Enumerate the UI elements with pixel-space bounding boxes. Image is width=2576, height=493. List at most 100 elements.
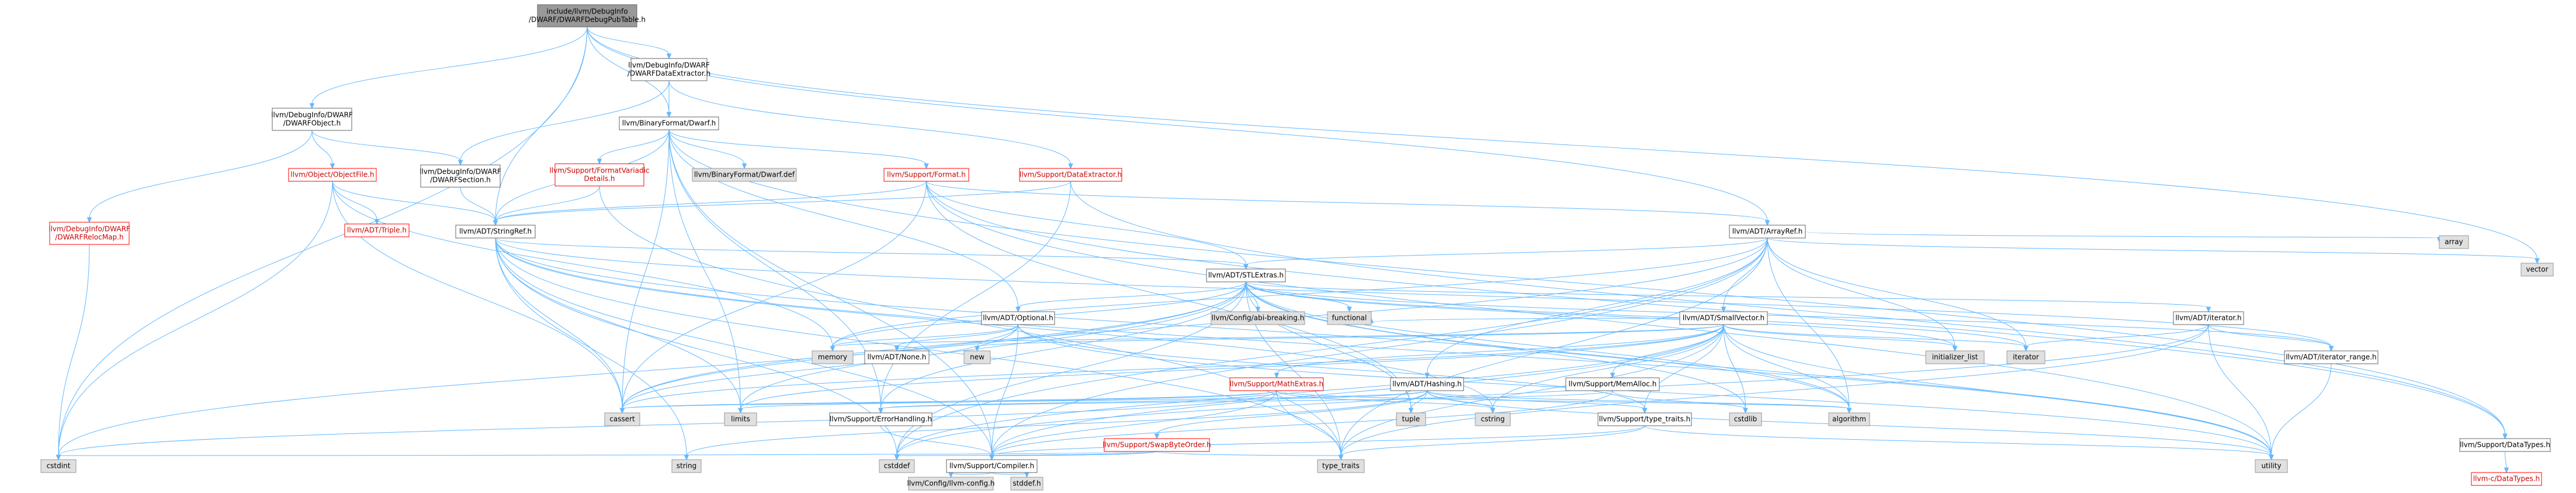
edge-mathextras-to-algorithm (1276, 390, 1852, 414)
edge-mathextras-to-cassert (619, 390, 1277, 414)
node-label: llvm/Support/FormatVariadic (549, 167, 649, 175)
arrow-head (619, 408, 625, 414)
node-compiler[interactable]: llvm/Support/Compiler.h (946, 459, 1038, 473)
arrow-head (878, 408, 883, 414)
node-iterator: iterator (2006, 350, 2045, 364)
node-label: string (677, 462, 696, 470)
edge-format-to-arrayref (926, 181, 1770, 226)
node-label: vector (2526, 266, 2548, 274)
node-dwarfobject[interactable]: llvm/DebugInfo/DWARF/DWARFObject.h (271, 108, 353, 131)
node-stlextras[interactable]: llvm/ADT/STLExtras.h (1206, 268, 1286, 282)
node-dataextractor_dwarf[interactable]: llvm/DebugInfo/DWARF/DWARFDataExtractor.… (627, 58, 710, 81)
arrow-head (2504, 467, 2509, 474)
arrow-head (894, 454, 900, 461)
node-box (619, 116, 719, 130)
node-box (1010, 477, 1043, 491)
node-support_dataextractor[interactable]: llvm/Support/DataExtractor.h (1019, 168, 1122, 182)
node-typetraits_h[interactable]: llvm/Support/type_traits.h (1597, 412, 1692, 426)
node-cstdint: cstdint (40, 459, 77, 473)
node-mathextras[interactable]: llvm/Support/MathExtras.h (1229, 377, 1324, 391)
node-relocmap[interactable]: llvm/DebugInfo/DWARF/DWARFRelocMap.h (48, 222, 130, 245)
arrow-head (457, 160, 463, 166)
node-binaryformat_dwarf[interactable]: llvm/BinaryFormat/Dwarf.h (619, 116, 719, 130)
edges-layer (56, 26, 2540, 478)
node-box (554, 163, 644, 187)
node-box (2284, 350, 2379, 364)
node-algorithm: algorithm (1828, 412, 1870, 426)
edge-stringref-to-utility (495, 237, 2274, 461)
node-label: limits (731, 415, 750, 423)
edge-smallvector-to-initializer_list (1723, 324, 1958, 352)
arrow-head (1764, 220, 1770, 226)
node-label: llvm/Support/DataTypes.h (2460, 441, 2550, 449)
node-hashing[interactable]: llvm/ADT/Hashing.h (1390, 377, 1464, 391)
node-dwarfsection[interactable]: llvm/DebugInfo/DWARF/DWARFSection.h (419, 164, 501, 188)
node-label: llvm/Support/ErrorHandling.h (830, 415, 932, 423)
node-box (963, 350, 991, 364)
node-label: llvm/ADT/None.h (867, 353, 926, 361)
edge-dataextractor_dwarf-to-binaryformat_dwarf (666, 81, 672, 118)
node-functional: functional (1327, 311, 1372, 325)
node-label: llvm/BinaryFormat/Dwarf.def (694, 171, 795, 179)
arrow-head (493, 220, 498, 226)
node-adt_iterator[interactable]: llvm/ADT/iterator.h (2173, 311, 2244, 325)
node-swapbyteorder[interactable]: llvm/Support/SwapByteOrder.h (1102, 438, 1211, 452)
node-arrayref[interactable]: llvm/ADT/ArrayRef.h (1729, 225, 1806, 239)
node-format[interactable]: llvm/Support/Format.h (883, 168, 969, 182)
arrow-head (1610, 373, 1615, 379)
node-box (1396, 412, 1426, 426)
edge-dataextractor_dwarf-to-dwarfsection (457, 80, 670, 166)
edge-stringref-to-stlextras (495, 237, 1249, 270)
node-c_datatypes[interactable]: llvm-c/DataTypes.h (2471, 472, 2542, 486)
edge-arrayref-to-hashing (1424, 237, 1768, 379)
node-box (2520, 263, 2554, 277)
node-array: array (2439, 235, 2469, 249)
arrow-head (1424, 373, 1430, 379)
edge-dataextractor_dwarf-to-support_dataextractor (668, 80, 1073, 170)
edge-smallvector-to-memory (830, 324, 1724, 352)
node-label: llvm/DebugInfo/DWARF (271, 111, 353, 119)
node-label: include/llvm/DebugInfo (546, 8, 627, 16)
node-label: type_traits (1322, 462, 1360, 470)
edge-swapbyteorder-to-cstdint (56, 451, 1157, 461)
node-optional[interactable]: llvm/ADT/Optional.h (981, 311, 1055, 325)
node-label: new (970, 353, 984, 361)
node-box (537, 4, 637, 27)
edge-root-to-dwarfobject (309, 26, 588, 109)
node-box (2459, 438, 2551, 452)
node-label: utility (2261, 462, 2281, 470)
node-triple[interactable]: llvm/ADT/Triple.h (344, 223, 410, 237)
node-label: llvm/Support/Format.h (887, 171, 966, 179)
arrow-head (1952, 346, 1958, 352)
edge-swapbyteorder-to-type_traits (1156, 451, 1344, 461)
node-stringref[interactable]: llvm/ADT/StringRef.h (455, 225, 536, 239)
node-box (455, 225, 536, 239)
node-smallvector[interactable]: llvm/ADT/SmallVector.h (1679, 311, 1768, 325)
edge-hashing-to-swapbyteorder (1154, 390, 1427, 440)
arrow-head (1274, 373, 1280, 379)
node-label: llvm/Config/abi-breaking.h (1212, 314, 1305, 322)
node-label: llvm/ADT/StringRef.h (459, 227, 532, 236)
node-datatypes[interactable]: llvm/Support/DataTypes.h (2459, 438, 2551, 452)
node-errorhandling[interactable]: llvm/Support/ErrorHandling.h (829, 412, 932, 426)
node-none[interactable]: llvm/ADT/None.h (864, 350, 930, 364)
node-box (879, 459, 915, 473)
node-box (40, 459, 77, 473)
node-objectfile[interactable]: llvm/Object/ObjectFile.h (288, 168, 377, 182)
edge-smallvector-to-type_traits (1338, 324, 1724, 461)
arrow-head (684, 454, 689, 461)
arrow-head (2502, 433, 2508, 440)
arrow-head (2206, 306, 2211, 313)
node-box (946, 459, 1038, 473)
node-memalloc[interactable]: llvm/Support/MemAlloc.h (1565, 377, 1660, 391)
node-label: llvm/ADT/SmallVector.h (1683, 314, 1764, 322)
edge-optional-to-cassert (619, 324, 1018, 414)
arrow-head (597, 158, 602, 165)
edge-root-to-arrayref (587, 26, 1770, 226)
arrow-head (309, 103, 315, 109)
node-iterator_range[interactable]: llvm/ADT/iterator_range.h (2284, 350, 2379, 364)
node-memory: memory (812, 350, 854, 364)
node-label: functional (1332, 314, 1367, 322)
node-root[interactable]: include/llvm/DebugInfo/DWARF/DWARFDebugP… (529, 4, 646, 27)
